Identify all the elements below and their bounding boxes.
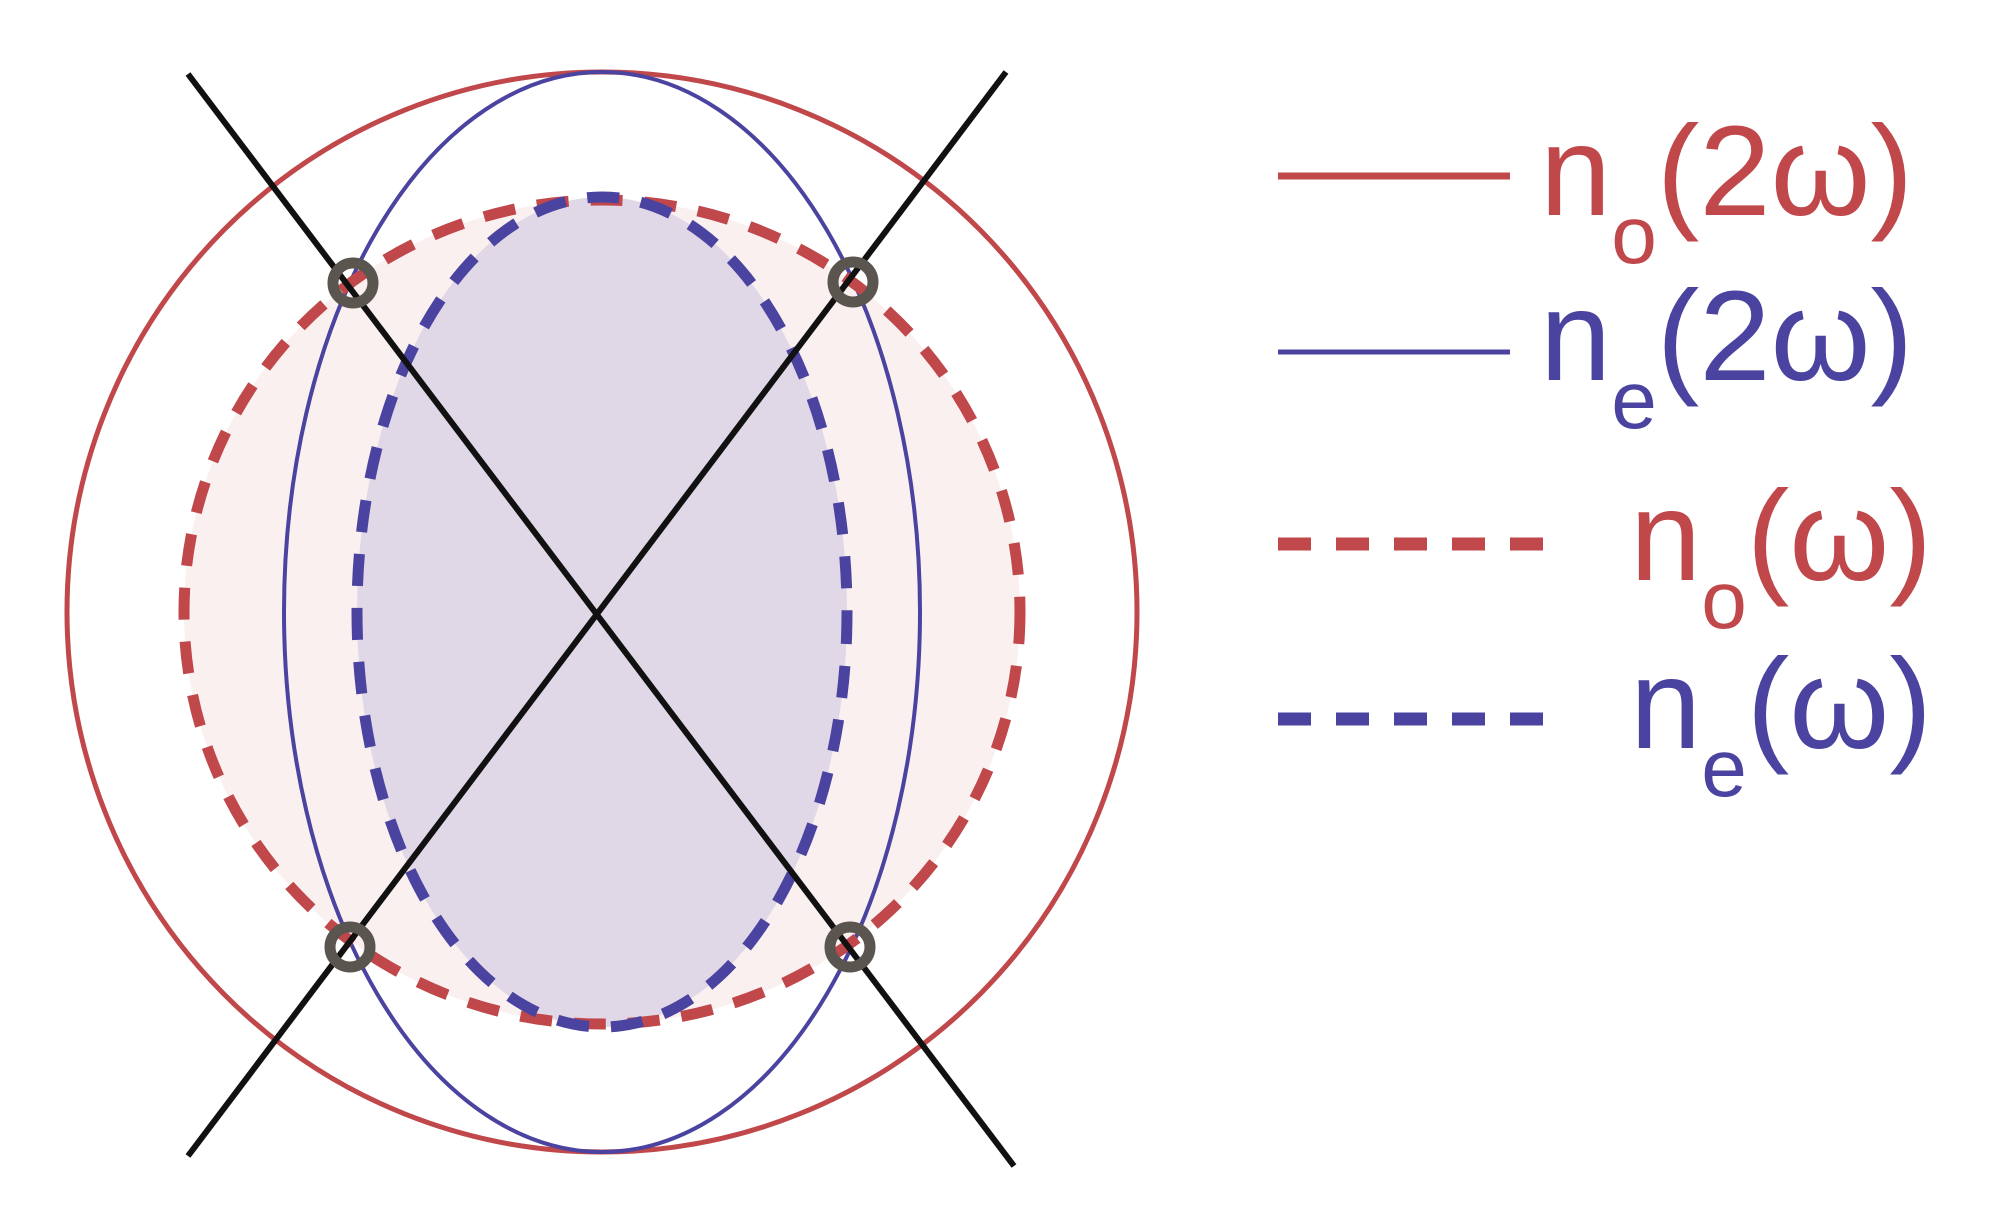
legend-entry-extraordinary-w: ne(ω) bbox=[1278, 633, 1932, 814]
legend-symbol: n bbox=[1540, 265, 1611, 408]
legend-label-extraordinary-2w: ne(2ω) bbox=[1540, 265, 1913, 446]
legend-argument: (2ω) bbox=[1657, 265, 1913, 408]
legend-entry-ordinary-2w: no(2ω) bbox=[1278, 100, 1913, 281]
legend-subscript: o bbox=[1611, 190, 1657, 281]
legend-entry-extraordinary-2w: ne(2ω) bbox=[1278, 265, 1913, 446]
legend-argument: (2ω) bbox=[1657, 100, 1913, 243]
legend-symbol: n bbox=[1630, 633, 1701, 776]
phase-matching-point-upper-left bbox=[327, 257, 379, 309]
phase-matching-line-descending bbox=[185, 72, 1017, 1168]
legend-label-extraordinary-w: ne(ω) bbox=[1630, 633, 1932, 814]
extraordinary-index-w-curve bbox=[351, 191, 853, 1033]
phase-matching-point-lower-right bbox=[824, 921, 876, 973]
phase-matching-point-upper-right bbox=[827, 256, 879, 308]
legend-subscript: o bbox=[1701, 555, 1747, 646]
legend-label-ordinary-w: no(ω) bbox=[1630, 465, 1932, 646]
legend: no(2ω) ne(2ω) no(ω) ne(ω) bbox=[1278, 100, 1932, 814]
extraordinary-index-2w-curve bbox=[282, 70, 922, 1154]
legend-subscript: e bbox=[1701, 723, 1747, 814]
legend-symbol: n bbox=[1630, 465, 1701, 608]
legend-symbol: n bbox=[1540, 100, 1611, 243]
legend-entry-ordinary-w: no(ω) bbox=[1278, 465, 1932, 646]
phase-matching-point-lower-left bbox=[324, 921, 376, 973]
legend-argument: (ω) bbox=[1747, 633, 1932, 776]
legend-argument: (ω) bbox=[1747, 465, 1932, 608]
legend-subscript: e bbox=[1611, 355, 1657, 446]
phase-matching-line-ascending bbox=[185, 70, 1009, 1158]
legend-label-ordinary-2w: no(2ω) bbox=[1540, 100, 1913, 281]
